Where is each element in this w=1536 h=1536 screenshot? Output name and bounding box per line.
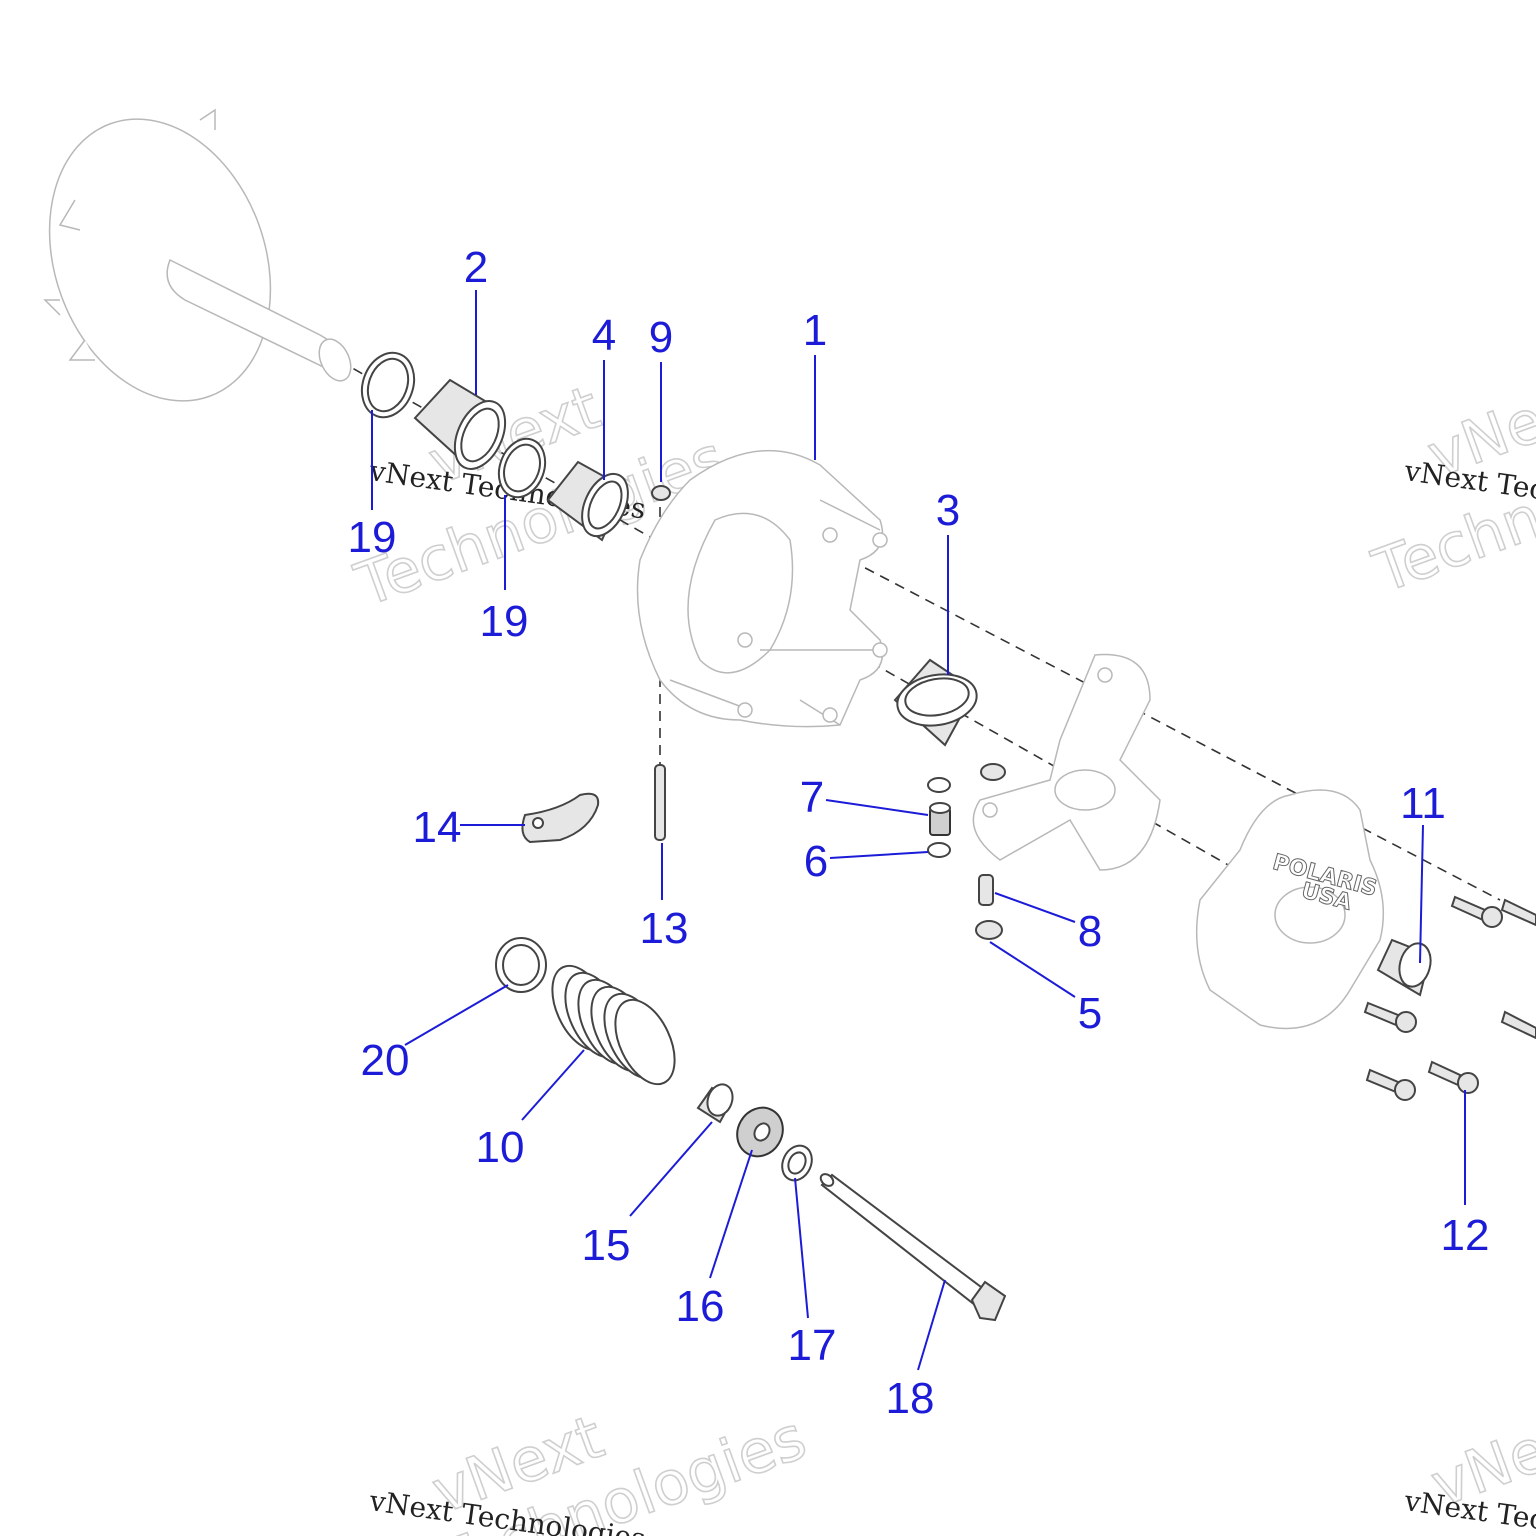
pin-8 bbox=[978, 874, 994, 906]
callout-19b: 19 bbox=[480, 597, 529, 646]
bushing-3 bbox=[893, 658, 978, 747]
fixed-sheave bbox=[43, 108, 352, 402]
callout-10: 10 bbox=[476, 1123, 525, 1172]
nut-9 bbox=[651, 485, 671, 501]
pin-13 bbox=[654, 764, 666, 841]
bushing-7 bbox=[929, 802, 951, 836]
moveable-sheave-1 bbox=[636, 449, 888, 728]
callout-14: 14 bbox=[413, 803, 462, 852]
bolt-12f bbox=[1500, 1010, 1536, 1040]
bolt-12c bbox=[1365, 1068, 1416, 1101]
spring-10 bbox=[551, 964, 676, 1086]
washer-7-top bbox=[927, 777, 951, 793]
snap-ring-19b bbox=[497, 437, 547, 499]
callout-8: 8 bbox=[1078, 907, 1102, 956]
ring-20 bbox=[495, 937, 547, 993]
flyweight-14 bbox=[521, 792, 600, 844]
callout-4: 4 bbox=[592, 311, 616, 360]
callout-7: 7 bbox=[800, 773, 824, 822]
callout-9: 9 bbox=[649, 313, 673, 362]
center-axis-upper bbox=[849, 559, 1501, 901]
callout-19a: 19 bbox=[348, 513, 397, 562]
spider-cover: POLARIS USA bbox=[1195, 789, 1385, 1030]
lock-washer-17 bbox=[781, 1144, 813, 1182]
spider bbox=[972, 653, 1161, 871]
callout-2: 2 bbox=[464, 243, 488, 292]
bushing-4 bbox=[546, 460, 629, 542]
callout-13: 13 bbox=[640, 904, 689, 953]
leader-lines bbox=[371, 290, 1466, 1371]
bolt-12b bbox=[1363, 1001, 1417, 1033]
cap-5 bbox=[975, 920, 1003, 940]
callout-18: 18 bbox=[886, 1374, 935, 1423]
callout-3: 3 bbox=[936, 486, 960, 535]
cap-top bbox=[980, 763, 1006, 781]
callout-17: 17 bbox=[788, 1321, 837, 1370]
callout-5: 5 bbox=[1078, 989, 1102, 1038]
bushing-11 bbox=[1376, 938, 1432, 997]
bolt-12e bbox=[1500, 898, 1536, 927]
callout-12: 12 bbox=[1441, 1211, 1490, 1260]
bolt-12a bbox=[1450, 895, 1503, 928]
callout-6: 6 bbox=[804, 837, 828, 886]
bushing-2 bbox=[413, 378, 507, 470]
bolt-12d bbox=[1427, 1060, 1479, 1094]
callout-11: 11 bbox=[1400, 779, 1446, 828]
callout-16: 16 bbox=[676, 1282, 725, 1331]
bolt-18 bbox=[819, 1173, 1007, 1322]
spacer-15 bbox=[696, 1083, 734, 1124]
snap-ring-19a bbox=[360, 351, 416, 419]
callout-labels: 1 2 3 4 5 6 7 8 9 10 11 12 13 14 15 16 1… bbox=[348, 243, 1490, 1423]
callout-1: 1 bbox=[803, 306, 827, 355]
washer-6 bbox=[927, 842, 951, 858]
callout-15: 15 bbox=[582, 1221, 631, 1270]
callout-20: 20 bbox=[361, 1036, 410, 1085]
washer-16 bbox=[736, 1106, 784, 1158]
